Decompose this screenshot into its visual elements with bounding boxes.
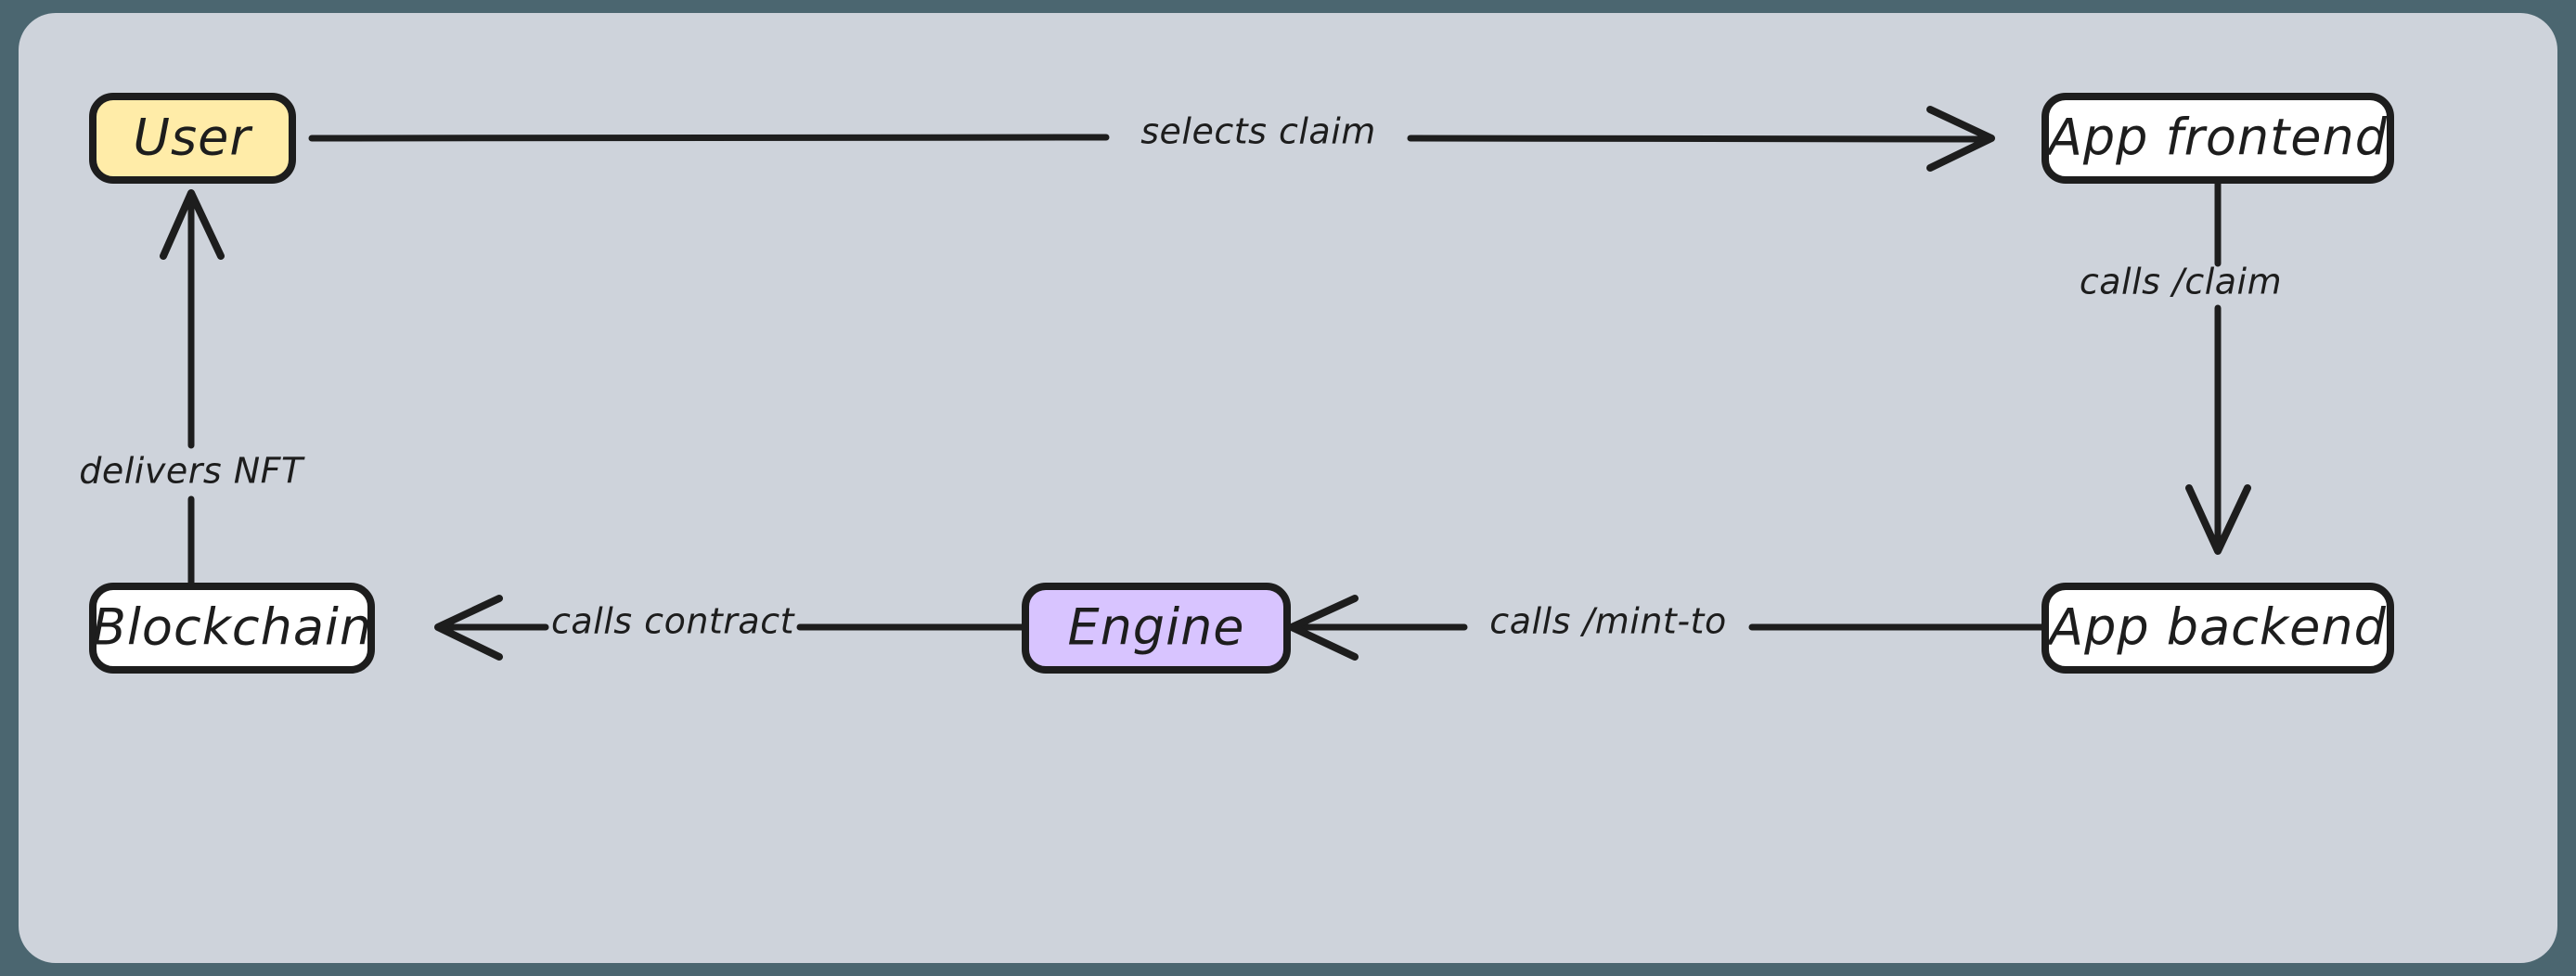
diagram-canvas: selects claim calls /claim calls /mint-t… — [19, 13, 2557, 963]
node-app-backend-label: App backend — [2046, 598, 2387, 657]
node-blockchain[interactable]: Blockchain — [89, 583, 375, 674]
edge-label-delivers-NFT: delivers NFT — [79, 451, 305, 492]
node-app-backend-box[interactable] — [2041, 583, 2394, 674]
node-user[interactable]: User — [89, 93, 296, 184]
node-blockchain-box[interactable] — [89, 583, 375, 674]
arrowhead-up-user — [160, 189, 225, 260]
arrowhead-right-app-frontend — [1926, 106, 1995, 172]
arrowhead-left-engine — [1288, 595, 1359, 661]
node-app-backend[interactable]: App backend — [2041, 583, 2394, 674]
arrowhead-left-blockchain — [434, 595, 503, 661]
node-engine-label: Engine — [1067, 598, 1244, 657]
edge-app-backend-to-engine: calls /mint-to — [1288, 595, 2047, 661]
node-app-frontend-box[interactable] — [2041, 93, 2394, 184]
edge-blockchain-to-user: delivers NFT — [79, 189, 305, 588]
edge-user-to-app-frontend: selects claim — [308, 106, 1995, 172]
edge-line-selects-claim — [308, 134, 1988, 143]
arrowhead-down-app-backend — [2185, 484, 2251, 555]
node-engine-box[interactable] — [1022, 583, 1291, 674]
node-app-frontend-label: App frontend — [2045, 109, 2388, 167]
node-app-frontend[interactable]: App frontend — [2041, 93, 2394, 184]
flowchart-svg: selects claim calls /claim calls /mint-t… — [79, 93, 2394, 674]
node-user-label: User — [133, 109, 252, 167]
edge-label-calls-mint-to: calls /mint-to — [1489, 601, 1726, 642]
edge-label-selects-claim: selects claim — [1140, 111, 1376, 152]
edge-app-frontend-to-app-backend: calls /claim — [2080, 178, 2282, 555]
node-user-box[interactable] — [89, 93, 296, 184]
edge-label-calls-claim: calls /claim — [2080, 262, 2282, 302]
node-engine[interactable]: Engine — [1022, 583, 1291, 674]
edge-label-calls-contract: calls contract — [551, 601, 796, 642]
edge-engine-to-blockchain: calls contract — [434, 595, 1027, 661]
node-blockchain-label: Blockchain — [92, 598, 372, 657]
